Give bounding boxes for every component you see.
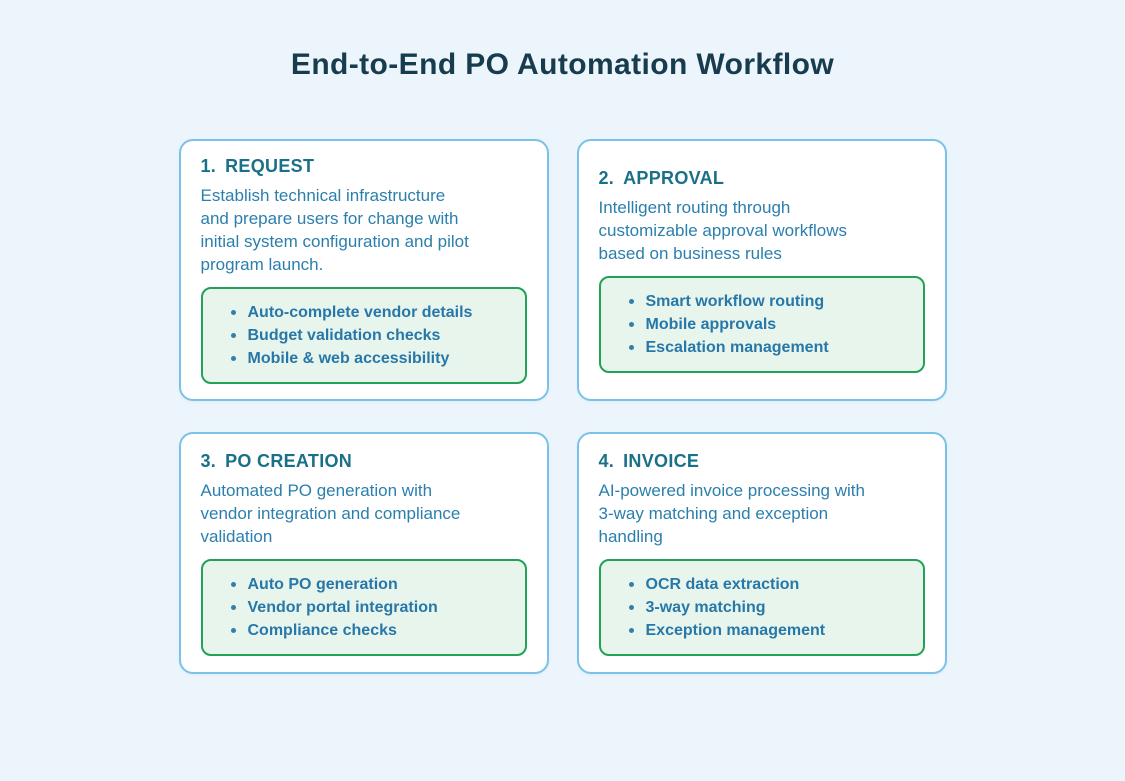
step-description: Automated PO generation with vendor inte… xyxy=(200,480,461,546)
feature-box: OCR data extraction 3-way matching Excep… xyxy=(598,558,925,656)
feature-item-label: Budget validation checks xyxy=(247,327,441,344)
feature-item-label: Compliance checks xyxy=(247,621,397,639)
card-po-creation-heading: 3. PO CREATION xyxy=(201,451,527,472)
feature-item-label: Auto-complete vendor details xyxy=(247,304,473,321)
step-description: AI-powered invoice processing with 3-way… xyxy=(598,480,865,546)
card-approval: 2. APPROVAL Intelligent routing through … xyxy=(576,139,947,401)
feature-item-label: Exception management xyxy=(645,621,826,639)
bullet-dot-icon xyxy=(230,581,236,587)
step-number: 3. xyxy=(200,450,217,471)
card-request-heading: 1. REQUEST xyxy=(201,156,527,177)
bullet-dot-icon xyxy=(230,627,236,633)
feature-box: Smart workflow routing Mobile approvals … xyxy=(598,275,925,373)
feature-item: Smart workflow routing xyxy=(621,290,909,313)
feature-item: Auto PO generation xyxy=(223,573,511,596)
bullet-dot-icon xyxy=(230,310,236,315)
card-po-creation: 3. PO CREATION Automated PO generation w… xyxy=(178,432,549,674)
bullet-dot-icon xyxy=(230,333,236,338)
feature-item: Escalation management xyxy=(621,336,909,359)
feature-box: Auto PO generation Vendor portal integra… xyxy=(200,558,527,656)
card-invoice-heading: 4. INVOICE xyxy=(599,451,925,472)
bullet-dot-icon xyxy=(628,581,634,587)
feature-item-label: Auto PO generation xyxy=(247,575,398,593)
bullet-dot-icon xyxy=(628,298,634,304)
feature-item: Budget validation checks xyxy=(223,324,511,347)
feature-item: Compliance checks xyxy=(223,619,511,642)
step-description: Establish technical infrastructure and p… xyxy=(200,186,469,274)
bullet-dot-icon xyxy=(628,604,634,610)
feature-item-label: Mobile & web accessibility xyxy=(247,350,450,367)
card-approval-heading: 2. APPROVAL xyxy=(599,168,925,189)
step-number: 4. xyxy=(598,450,615,471)
step-number: 1. xyxy=(200,156,217,176)
workflow-grid: 1. REQUEST Establish technical infrastru… xyxy=(178,139,947,674)
feature-item: Vendor portal integration xyxy=(223,596,511,619)
step-title: REQUEST xyxy=(225,156,315,176)
feature-box: Auto-complete vendor details Budget vali… xyxy=(200,287,527,384)
feature-item-label: Escalation management xyxy=(645,338,829,356)
feature-item: Mobile approvals xyxy=(621,313,909,336)
feature-item-label: Mobile approvals xyxy=(645,315,777,333)
feature-item: 3-way matching xyxy=(621,596,909,619)
feature-item: Auto-complete vendor details xyxy=(223,301,511,324)
bullet-dot-icon xyxy=(628,627,634,633)
page-title: End-to-End PO Automation Workflow xyxy=(290,48,835,81)
step-number: 2. xyxy=(598,167,615,188)
bullet-dot-icon xyxy=(230,356,236,361)
step-title: APPROVAL xyxy=(623,167,725,188)
feature-item-label: Smart workflow routing xyxy=(645,292,825,310)
bullet-dot-icon xyxy=(230,604,236,610)
bullet-dot-icon xyxy=(628,321,634,327)
feature-item: Exception management xyxy=(621,619,909,642)
step-description: Intelligent routing through customizable… xyxy=(598,197,848,263)
feature-item-label: OCR data extraction xyxy=(645,575,800,593)
feature-item-label: 3-way matching xyxy=(645,598,766,616)
feature-item: Mobile & web accessibility xyxy=(223,347,511,370)
feature-item: OCR data extraction xyxy=(621,573,909,596)
bullet-dot-icon xyxy=(628,344,634,350)
feature-item-label: Vendor portal integration xyxy=(247,598,438,616)
step-title: PO CREATION xyxy=(225,450,353,471)
step-title: INVOICE xyxy=(623,450,700,471)
card-invoice: 4. INVOICE AI-powered invoice processing… xyxy=(576,432,947,674)
card-request: 1. REQUEST Establish technical infrastru… xyxy=(178,139,549,401)
